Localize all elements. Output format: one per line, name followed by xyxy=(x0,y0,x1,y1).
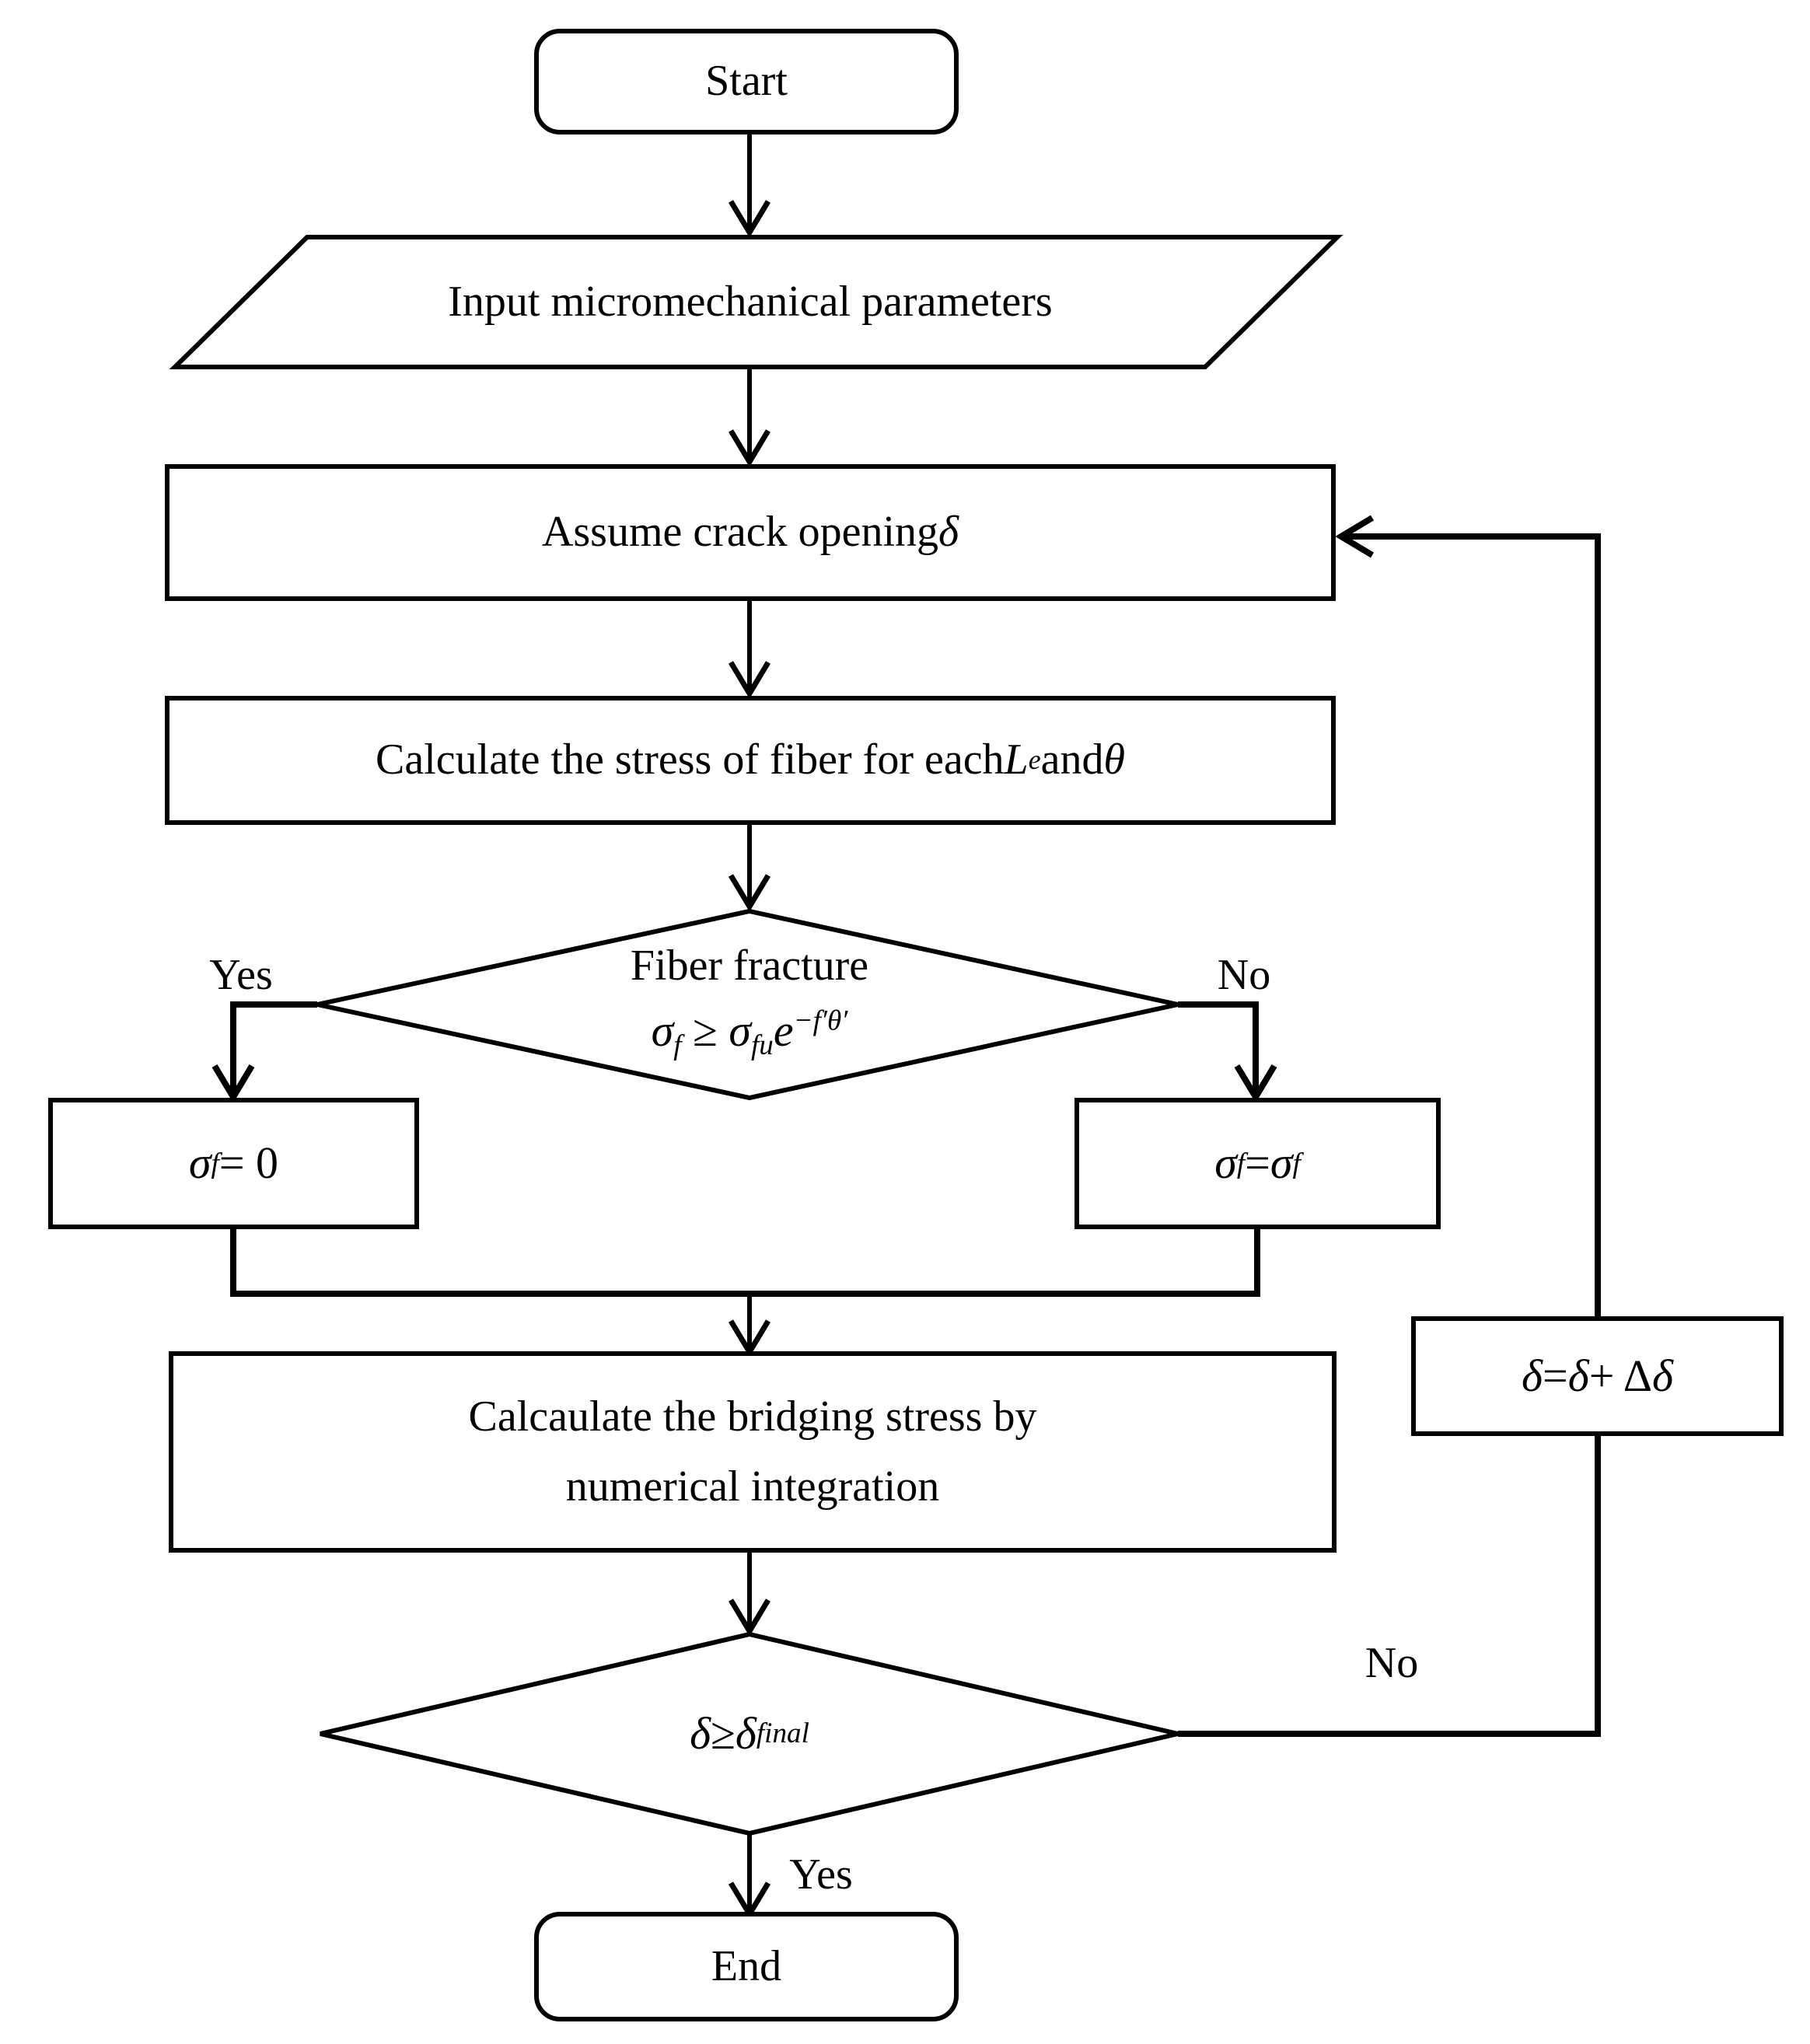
final-yes-edge-label: Yes xyxy=(789,1850,853,1899)
fiber-fracture-condition: σf ≥ σfue−f′θ′ xyxy=(651,1005,848,1061)
calc-bridging-node-shape xyxy=(169,1351,1337,1553)
edge-line xyxy=(230,1227,1260,1297)
input-params-node-shape xyxy=(169,235,1344,369)
edge-assume-to-calcstress xyxy=(728,599,771,699)
fiber-fracture-decision-label: Fiber fracture σf ≥ σfue−f′θ′ xyxy=(361,933,1138,1068)
sigma-zero-node-shape xyxy=(48,1098,419,1229)
start-node-label: Start xyxy=(705,57,788,106)
arrowhead-down-icon xyxy=(728,1599,771,1637)
assume-crack-node-label: Assume crack opening δ xyxy=(541,508,959,557)
arrowhead-down-icon xyxy=(728,200,771,238)
edge-line xyxy=(1178,533,1601,1737)
delta-check-decision-shape xyxy=(320,1631,1179,1836)
final-no-edge-label: No xyxy=(1364,1639,1419,1688)
edge-calcstress-to-decision xyxy=(728,823,771,912)
arrowhead-down-icon xyxy=(728,874,771,912)
assume-crack-node-shape xyxy=(165,464,1336,601)
edge-fracture-yes xyxy=(211,1001,317,1103)
start-node-shape xyxy=(534,29,959,135)
end-node-label: End xyxy=(711,1941,782,1990)
edge-merge xyxy=(230,1227,1260,1297)
edge-line xyxy=(1178,1001,1259,1092)
end-node-shape xyxy=(534,1912,959,2021)
delta-increment-node-shape xyxy=(1411,1316,1784,1436)
edge-start-to-input xyxy=(728,132,771,238)
fiber-fracture-line1: Fiber fracture xyxy=(630,942,869,991)
arrowhead-left-icon xyxy=(1335,515,1375,558)
edge-line xyxy=(230,1001,317,1092)
calc-fiber-stress-node-shape xyxy=(165,696,1336,825)
edge-input-to-assume xyxy=(728,369,771,467)
fracture-yes-edge-label: Yes xyxy=(209,951,273,1000)
edge-bridging-to-deltacheck xyxy=(728,1550,771,1637)
calc-bridging-node-label: Calcaulate the bridging stress by numeri… xyxy=(171,1354,1334,1550)
calc-fiber-stress-node-label: Calculate the stress of fiber for each L… xyxy=(376,735,1125,784)
arrowhead-down-icon xyxy=(728,661,771,699)
edge-final-no-loop xyxy=(1178,515,1601,1737)
edge-merge-to-bridging xyxy=(728,1294,771,1357)
arrowhead-down-icon xyxy=(211,1064,255,1103)
arrowhead-down-icon xyxy=(1234,1064,1277,1103)
edge-fracture-no xyxy=(1178,1001,1277,1103)
arrowhead-down-icon xyxy=(728,429,771,467)
fracture-no-edge-label: No xyxy=(1217,951,1271,1000)
calc-bridging-line2: numerical integration xyxy=(565,1462,940,1511)
fiber-fracture-decision-shape xyxy=(316,908,1179,1101)
input-params-node-label: Input micromechanical parameters xyxy=(448,277,1053,326)
calc-bridging-line1: Calcaulate the bridging stress by xyxy=(468,1392,1037,1441)
sigma-keep-node-shape xyxy=(1074,1098,1441,1229)
